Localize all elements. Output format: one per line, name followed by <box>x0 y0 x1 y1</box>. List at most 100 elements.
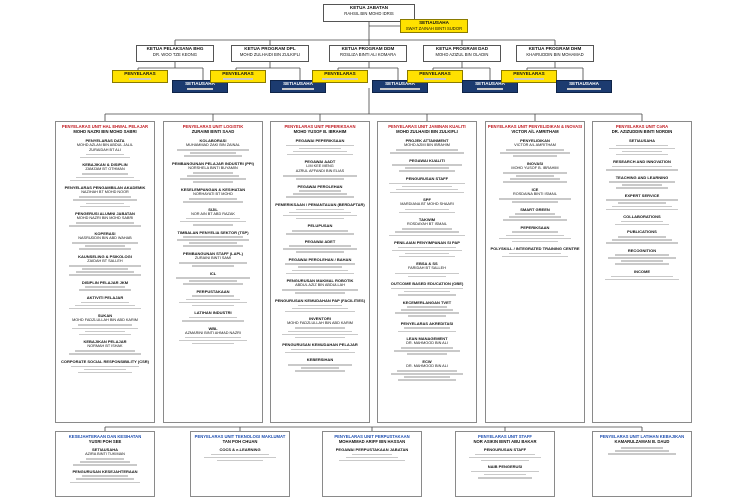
unreadable-line-placeholder <box>397 379 457 381</box>
unreadable-line-placeholder <box>177 149 249 151</box>
unreadable-line-placeholder <box>85 245 125 247</box>
unreadable-line-placeholder <box>351 453 393 456</box>
unreadable-line-placeholder <box>611 275 673 278</box>
unreadable-line-placeholder <box>621 184 663 186</box>
unreadable-line-placeholder <box>182 319 244 322</box>
box-title: SETIAUSAHA <box>385 81 415 86</box>
setiausaha-name: SWAT ZAINAH BINTI SUDOR <box>405 25 463 31</box>
section-label: SIJIL <box>208 206 218 212</box>
section-label: PEMBANGUNAN PELAJAR INDUSTRI (PPI) <box>171 160 254 166</box>
unreadable-line-placeholder <box>69 307 141 310</box>
unreadable-line-placeholder <box>79 196 131 198</box>
box-name <box>408 78 462 80</box>
unreadable-line-placeholder <box>180 178 246 180</box>
section-label: LEAN MANAGEMENT <box>406 336 448 342</box>
unreadable-line-placeholder <box>615 187 669 189</box>
unit-head-name: ZURAIMI BINTI SAAD <box>191 129 235 134</box>
unreadable-line-placeholder <box>515 213 555 215</box>
unreadable-line-placeholder <box>286 196 354 199</box>
unit-section: COLLABORATIONS <box>594 214 690 226</box>
box-title: PENYELARAS <box>324 71 356 76</box>
unit-section: PEGAWAI PEPERIKSAAN <box>272 138 368 156</box>
section-label: INVENTORI <box>309 316 331 322</box>
unreadable-line-placeholder <box>608 453 676 455</box>
unreadable-line-placeholder <box>509 216 561 218</box>
unreadable-line-placeholder <box>339 459 405 462</box>
unreadable-line-placeholder <box>85 458 125 460</box>
unreadable-line-placeholder <box>284 351 356 354</box>
unreadable-line-placeholder <box>287 363 353 366</box>
staff-name: ZAMZAM BT OTHMAN <box>85 167 125 172</box>
unreadable-line-placeholder <box>481 459 529 462</box>
box-name <box>173 88 227 90</box>
staff-name: NASRUDDIN BIN ABD WAHAB <box>78 236 132 240</box>
unit-section: PENILAIAN PENYIMPANAN SI PAP <box>379 240 475 258</box>
unreadable-line-placeholder <box>394 350 460 352</box>
section-label: PENGURUSAN KESEJAHTERAAN <box>72 468 138 474</box>
unreadable-line-placeholder <box>620 447 664 449</box>
unreadable-line-placeholder <box>223 78 253 80</box>
unreadable-line-placeholder <box>615 223 669 226</box>
unreadable-line-placeholder <box>186 217 240 220</box>
section-label: EBSA & SS <box>416 261 438 267</box>
unreadable-line-placeholder <box>288 330 352 333</box>
section-label: PEMERIKSAAN / PEMANTAUAN (BERDAFTAR) <box>275 202 365 208</box>
section-label: PENGURUSAN KEMUDAHAN PAP (FACILITIES) <box>274 298 366 304</box>
unreadable-line-placeholder <box>286 144 354 147</box>
unreadable-line-placeholder <box>515 175 555 177</box>
ketua-program-name: DR. WOO TZE KEONG <box>152 51 198 57</box>
section-label: KOLABORASI <box>199 138 227 143</box>
unreadable-line-placeholder <box>621 260 663 262</box>
box-name <box>113 78 167 80</box>
unreadable-line-placeholder <box>512 240 558 243</box>
unreadable-line-placeholder <box>608 181 676 183</box>
unreadable-line-placeholder <box>72 199 138 202</box>
unreadable-line-placeholder <box>395 231 459 233</box>
section-label: ICE <box>531 186 539 192</box>
unreadable-line-placeholder <box>282 333 358 336</box>
staff-name: MUHAMMAD ZAKI BIN ZAINAL <box>185 143 240 147</box>
unit-heading: PENYELARAS UNIT CoRA <box>615 124 669 129</box>
unreadable-line-placeholder <box>605 242 679 244</box>
unreadable-line-placeholder <box>615 144 669 147</box>
unreadable-line-placeholder <box>69 179 141 182</box>
unit-section: PERPUSTAKAAN <box>165 289 261 307</box>
section-label: INOVASI <box>526 160 544 166</box>
unreadable-line-placeholder <box>394 312 460 314</box>
bottom-unit-heading: PENYELARAS UNIT LATIHAN KEBAJIKAN <box>599 434 685 439</box>
section-label: PENYELARAS AKREDITASI <box>400 320 454 326</box>
section-label: PEMBANGUNAN STAFF (LAPL) <box>183 250 243 256</box>
unreadable-line-placeholder <box>616 153 668 156</box>
unreadable-line-placeholder <box>183 201 243 203</box>
section-label: EXPERT SERVICE <box>624 192 660 198</box>
box-name <box>463 88 517 90</box>
unreadable-line-placeholder <box>78 333 132 336</box>
unreadable-line-placeholder <box>401 309 453 311</box>
unreadable-line-placeholder <box>78 371 132 374</box>
section-label: PELUPUSAN <box>307 223 333 229</box>
unreadable-line-placeholder <box>186 175 240 177</box>
unreadable-line-placeholder <box>183 155 243 157</box>
ketua-program-name: MOHD ZULHAIDI BIN ZULKIFLI <box>239 51 301 57</box>
unreadable-line-placeholder <box>407 275 447 278</box>
unreadable-line-placeholder <box>189 280 237 282</box>
unreadable-line-placeholder <box>400 347 454 349</box>
setiausaha-program-box: SETIAUSAHA <box>372 80 428 93</box>
unreadable-line-placeholder <box>502 255 568 258</box>
unreadable-line-placeholder <box>76 176 134 179</box>
unreadable-line-placeholder <box>78 324 132 326</box>
unreadable-line-placeholder <box>291 348 349 351</box>
